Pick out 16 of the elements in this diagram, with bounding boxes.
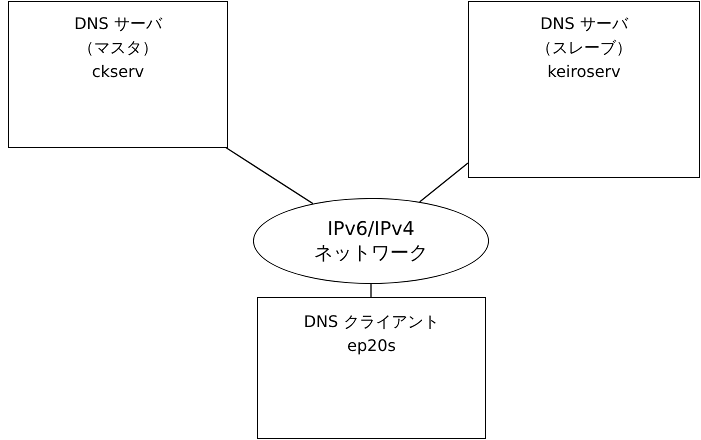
server-box <box>8 1 228 148</box>
connector-line <box>370 284 372 297</box>
host-label: ep20s <box>347 335 396 357</box>
server-box <box>468 1 700 178</box>
host-label: ckserv <box>92 61 144 83</box>
server-box <box>257 297 486 439</box>
host-label: （スレーブ） <box>536 37 632 59</box>
host-label: DNS サーバ <box>74 13 162 35</box>
host-label: keiroserv <box>547 61 621 83</box>
host-label: DNS クライアント <box>304 311 440 333</box>
connector-line <box>224 146 314 204</box>
host-label: DNS サーバ <box>540 13 628 35</box>
network-label: ネットワーク <box>314 241 428 265</box>
network-label: IPv6/IPv4 <box>327 217 415 241</box>
host-label: （マスタ） <box>78 37 158 59</box>
connector-line <box>419 162 468 202</box>
